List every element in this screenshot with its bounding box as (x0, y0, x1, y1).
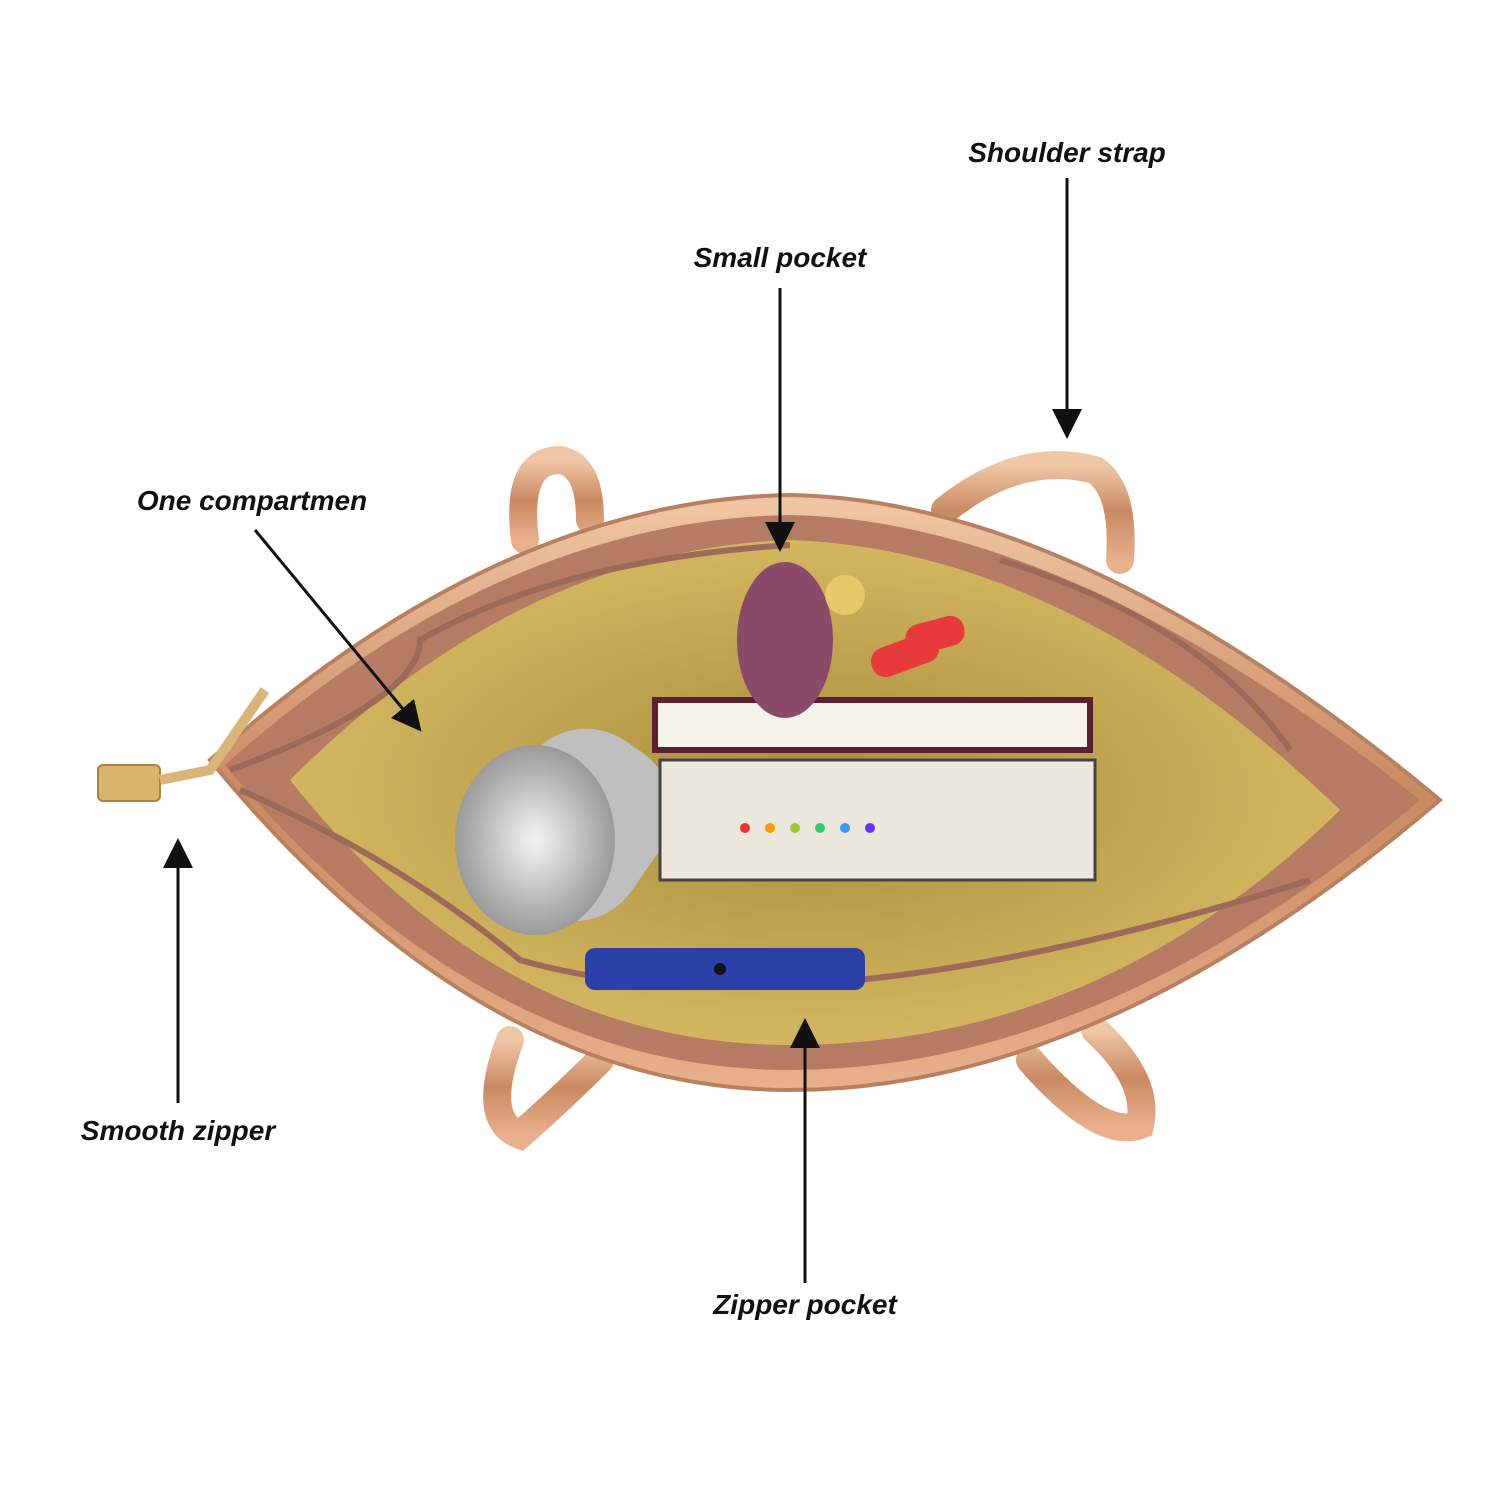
books (652, 697, 1097, 882)
arrow-one-compartment (253, 529, 422, 732)
makeup-brush (737, 562, 833, 718)
callout-shoulder-strap: Shoulder strap (968, 137, 1166, 168)
callout-small-pocket: Small pocket (693, 242, 867, 273)
callout-zipper-pocket: Zipper pocket (713, 1289, 897, 1320)
lipsticks (870, 615, 965, 678)
steel-bottle (455, 728, 673, 935)
callout-one-compartment: One compartmen (136, 485, 368, 516)
shoulder-straps (483, 445, 1156, 1152)
zipper-pull (97, 687, 270, 802)
brush-handle (825, 575, 865, 615)
phone (585, 948, 865, 990)
callout-smooth-zipper: Smooth zipper (80, 1115, 276, 1146)
callout-arrows (163, 178, 1082, 1283)
zipper-track (228, 542, 791, 773)
zipper-track (999, 557, 1293, 752)
